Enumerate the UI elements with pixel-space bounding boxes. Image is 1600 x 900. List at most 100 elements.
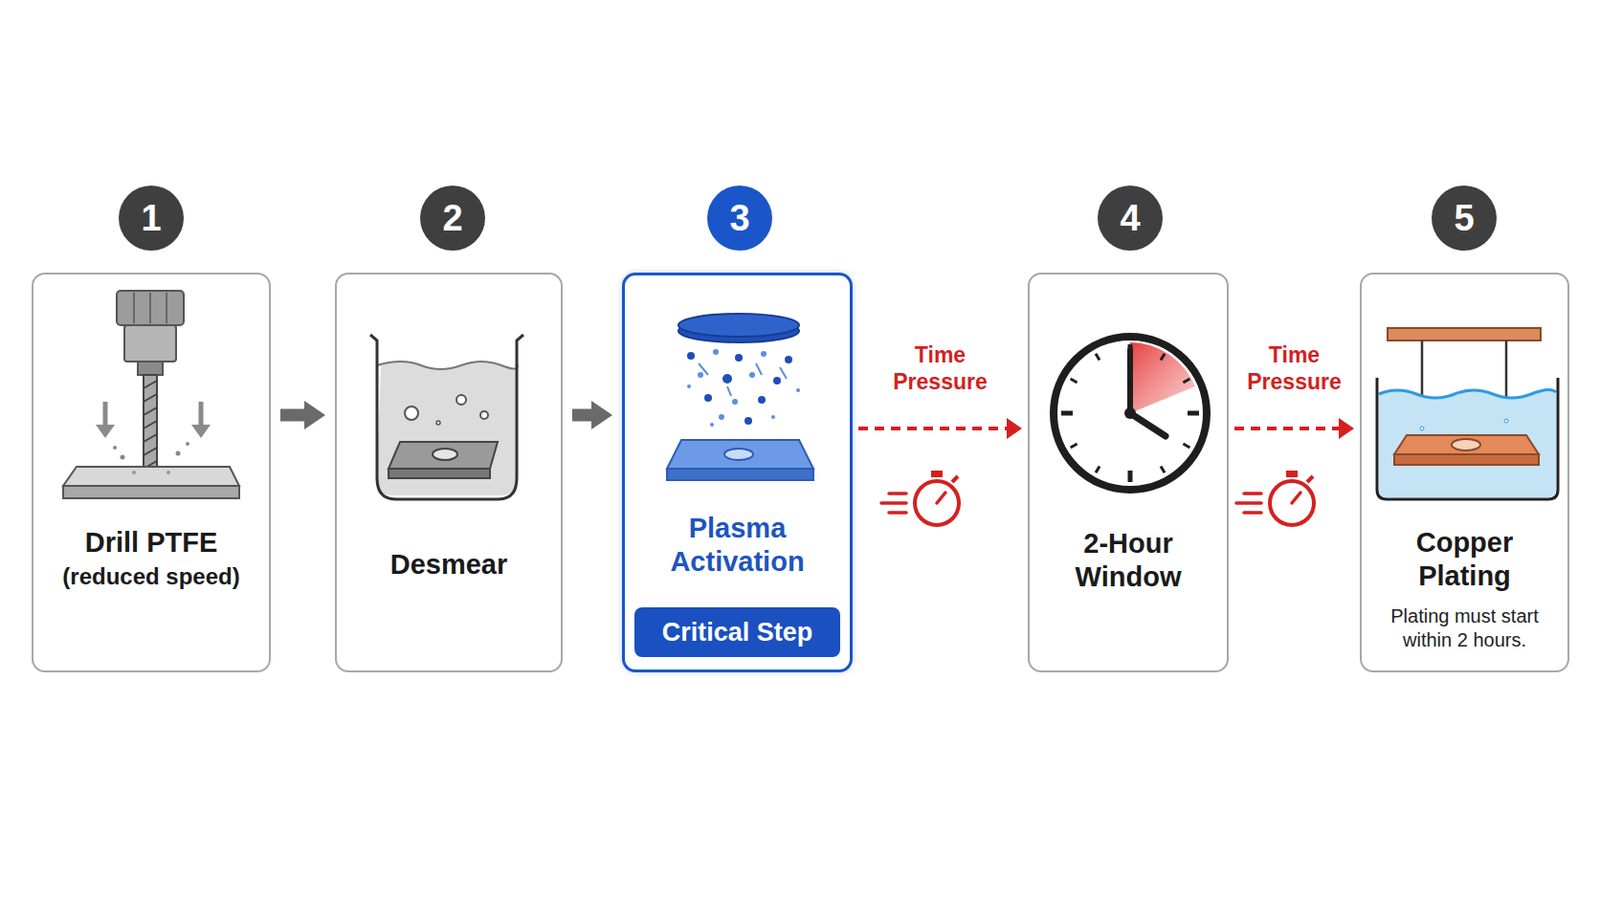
stopwatch-icon — [881, 470, 959, 526]
plasma-particle — [784, 355, 793, 364]
edge-label: Time Pressure — [1237, 341, 1353, 398]
plasma-particle — [687, 384, 691, 389]
clock-tick — [1182, 378, 1190, 383]
sample-hole — [432, 448, 458, 461]
plasma-streak — [727, 386, 732, 397]
process-box: 2-Hour Window — [1027, 272, 1229, 673]
time-pressure-arrow — [1234, 426, 1339, 431]
rack-bar — [1387, 328, 1541, 341]
liquid — [377, 361, 518, 496]
plasma-particle — [712, 349, 719, 356]
plasma-particle — [718, 414, 725, 421]
tank-outline — [1377, 377, 1558, 500]
board-hole — [1451, 439, 1481, 451]
speed-line — [1244, 491, 1262, 496]
sample-top — [388, 442, 498, 469]
edge-label: Time Pressure — [883, 341, 999, 398]
plasma-particles — [687, 349, 800, 427]
highlighted-process-box: Plasma ActivationCritical Step — [622, 272, 853, 673]
sample-hole — [724, 448, 754, 461]
step-number-text: 2 — [442, 200, 463, 237]
step-number: 4 — [1097, 185, 1163, 251]
bubble — [1420, 426, 1424, 431]
plasma-particle — [744, 417, 753, 425]
plasma-particle — [687, 352, 695, 360]
plasma-particle — [704, 394, 712, 402]
chip — [185, 442, 190, 446]
bath-surface — [1378, 389, 1556, 399]
plasma-streak — [779, 367, 787, 379]
plasma-particle — [697, 372, 704, 378]
plasma-particle — [734, 354, 743, 362]
ptfe-plate-top — [63, 466, 240, 487]
time-pressure-arrow — [858, 426, 1007, 431]
chip — [132, 470, 136, 475]
speed-line — [888, 511, 907, 515]
clock-tick — [1095, 466, 1100, 473]
sample-front — [666, 468, 814, 481]
stopwatch-icon — [1236, 470, 1314, 526]
drill-chuck — [116, 290, 184, 326]
clock-tick — [1182, 444, 1190, 448]
step-number-text: 1 — [140, 200, 161, 237]
chuck-ridge — [165, 292, 168, 324]
clock-pivot — [1124, 407, 1136, 420]
step-number: 1 — [118, 185, 184, 251]
chip — [120, 455, 126, 461]
speed-line — [881, 501, 907, 506]
chuck-ridge — [149, 292, 152, 324]
plasma-particle — [773, 377, 781, 385]
step-title: 2-Hour Window — [1039, 527, 1218, 595]
bit-flute — [143, 447, 157, 456]
copper-board-front — [1394, 454, 1539, 466]
step-number-text: 3 — [729, 200, 750, 237]
step-number-text: 5 — [1453, 200, 1474, 237]
sample-front — [388, 468, 490, 479]
chip — [112, 445, 117, 450]
down-arrow-head — [191, 424, 211, 439]
step-title: Plasma Activation — [634, 511, 841, 579]
flow-arrow — [280, 409, 305, 423]
plating-illustration — [1377, 328, 1558, 500]
time-wedge — [1130, 342, 1196, 414]
step-number: 3 — [707, 185, 773, 251]
clock-tick — [1160, 354, 1165, 361]
clock-tick — [1160, 466, 1165, 473]
copper-board-top — [1394, 435, 1539, 455]
down-arrow — [199, 401, 204, 427]
drill-bit — [143, 375, 157, 477]
chip — [176, 451, 181, 457]
process-box: Drill PTFE (reduced speed) — [31, 272, 271, 673]
electrode-top — [678, 313, 800, 337]
down-arrow — [103, 401, 109, 427]
beaker-outline — [370, 334, 524, 500]
bit-twist — [143, 380, 157, 469]
step-number: 2 — [420, 185, 486, 251]
stopwatch-needle — [936, 492, 946, 504]
bit-flute — [143, 380, 157, 389]
process-box: Desmear — [334, 272, 563, 673]
speed-line — [1236, 501, 1262, 506]
plasma-particle — [757, 396, 766, 404]
clock-illustration — [1053, 336, 1207, 490]
bubble — [1504, 419, 1509, 423]
stopwatch-knob — [1307, 476, 1313, 483]
plasma-particle — [722, 374, 733, 384]
plasma-illustration — [666, 313, 814, 481]
chuck-ridge — [133, 292, 135, 324]
plasma-particle — [771, 415, 776, 420]
plasma-streak — [698, 363, 709, 376]
clock-tick — [1128, 470, 1134, 483]
hanger-wire — [1421, 340, 1424, 445]
drill-illustration — [63, 290, 240, 499]
liquid-surface — [377, 361, 518, 370]
step-number-text: 4 — [1119, 200, 1140, 237]
step-title: Drill PTFE — [85, 526, 219, 560]
speed-line — [888, 491, 907, 496]
chip — [166, 470, 171, 475]
bit-flute — [143, 421, 157, 429]
bit-flute — [143, 434, 157, 443]
step-detail: (reduced speed) — [62, 563, 240, 592]
minute-hand — [1127, 350, 1134, 414]
